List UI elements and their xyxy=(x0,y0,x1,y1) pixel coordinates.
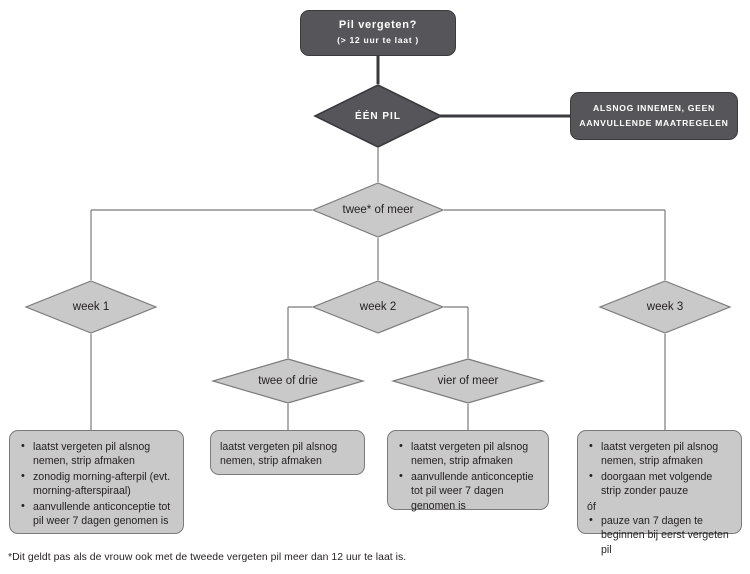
decision-four-or-more: vier of meer xyxy=(390,358,546,404)
decision-two-or-more: twee* of meer xyxy=(311,182,445,238)
outcome-one-pill-line1: Alsnog innemen, geen xyxy=(593,103,715,113)
list-item: aanvullende anticonceptie tot pil weer 7… xyxy=(19,499,175,529)
start-box-line2: (> 12 uur te laat ) xyxy=(337,35,419,45)
list-item: pauze van 7 dagen te beginnen bij eerst … xyxy=(587,513,733,557)
decision-week-1: week 1 xyxy=(24,280,158,334)
decision-one-pill-label: één pil xyxy=(355,110,401,122)
outcome-one-pill-line2: aanvullende maatregelen xyxy=(579,118,729,128)
result-box-week1: laatst vergeten pil alsnog nemen, strip … xyxy=(9,430,184,534)
decision-two-or-more-label: twee* of meer xyxy=(342,204,414,216)
decision-four-or-more-label: vier of meer xyxy=(437,375,499,387)
result-box-week3-separator: óf xyxy=(587,500,596,513)
decision-one-pill: één pil xyxy=(313,84,443,148)
decision-two-or-three-label: twee of drie xyxy=(258,375,318,387)
result-box-two-or-three-text: laatst vergeten pil alsnog nemen, strip … xyxy=(220,441,338,468)
result-box-week3: laatst vergeten pil alsnog nemen, strip … xyxy=(577,430,742,556)
start-box-line1: Pil vergeten? xyxy=(338,19,418,31)
list-item: laatst vergeten pil alsnog nemen, strip … xyxy=(19,439,175,469)
result-box-two-or-three: laatst vergeten pil alsnog nemen, strip … xyxy=(210,430,365,475)
decision-two-or-three: twee of drie xyxy=(210,358,366,404)
outcome-one-pill-box: Alsnog innemen, geen aanvullende maatreg… xyxy=(570,92,738,140)
list-item: laatst vergeten pil alsnog nemen, strip … xyxy=(397,439,540,469)
decision-week-2: week 2 xyxy=(311,280,445,334)
list-item: zonodig morning-afterpil (evt. morning-a… xyxy=(19,469,175,499)
start-box: Pil vergeten? (> 12 uur te laat ) xyxy=(300,10,456,56)
footnote: *Dit geldt pas als de vrouw ook met de t… xyxy=(8,552,407,563)
list-item: aanvullende anticonceptie tot pil weer 7… xyxy=(397,469,540,513)
decision-week-3: week 3 xyxy=(598,280,732,334)
decision-week-3-label: week 3 xyxy=(646,301,684,313)
list-item: laatst vergeten pil alsnog nemen, strip … xyxy=(587,439,733,469)
result-box-four-or-more: laatst vergeten pil alsnog nemen, strip … xyxy=(387,430,549,513)
list-item: doorgaan met volgende strip zonder pauze xyxy=(587,469,733,499)
decision-week-2-label: week 2 xyxy=(359,301,397,313)
decision-week-1-label: week 1 xyxy=(72,301,110,313)
